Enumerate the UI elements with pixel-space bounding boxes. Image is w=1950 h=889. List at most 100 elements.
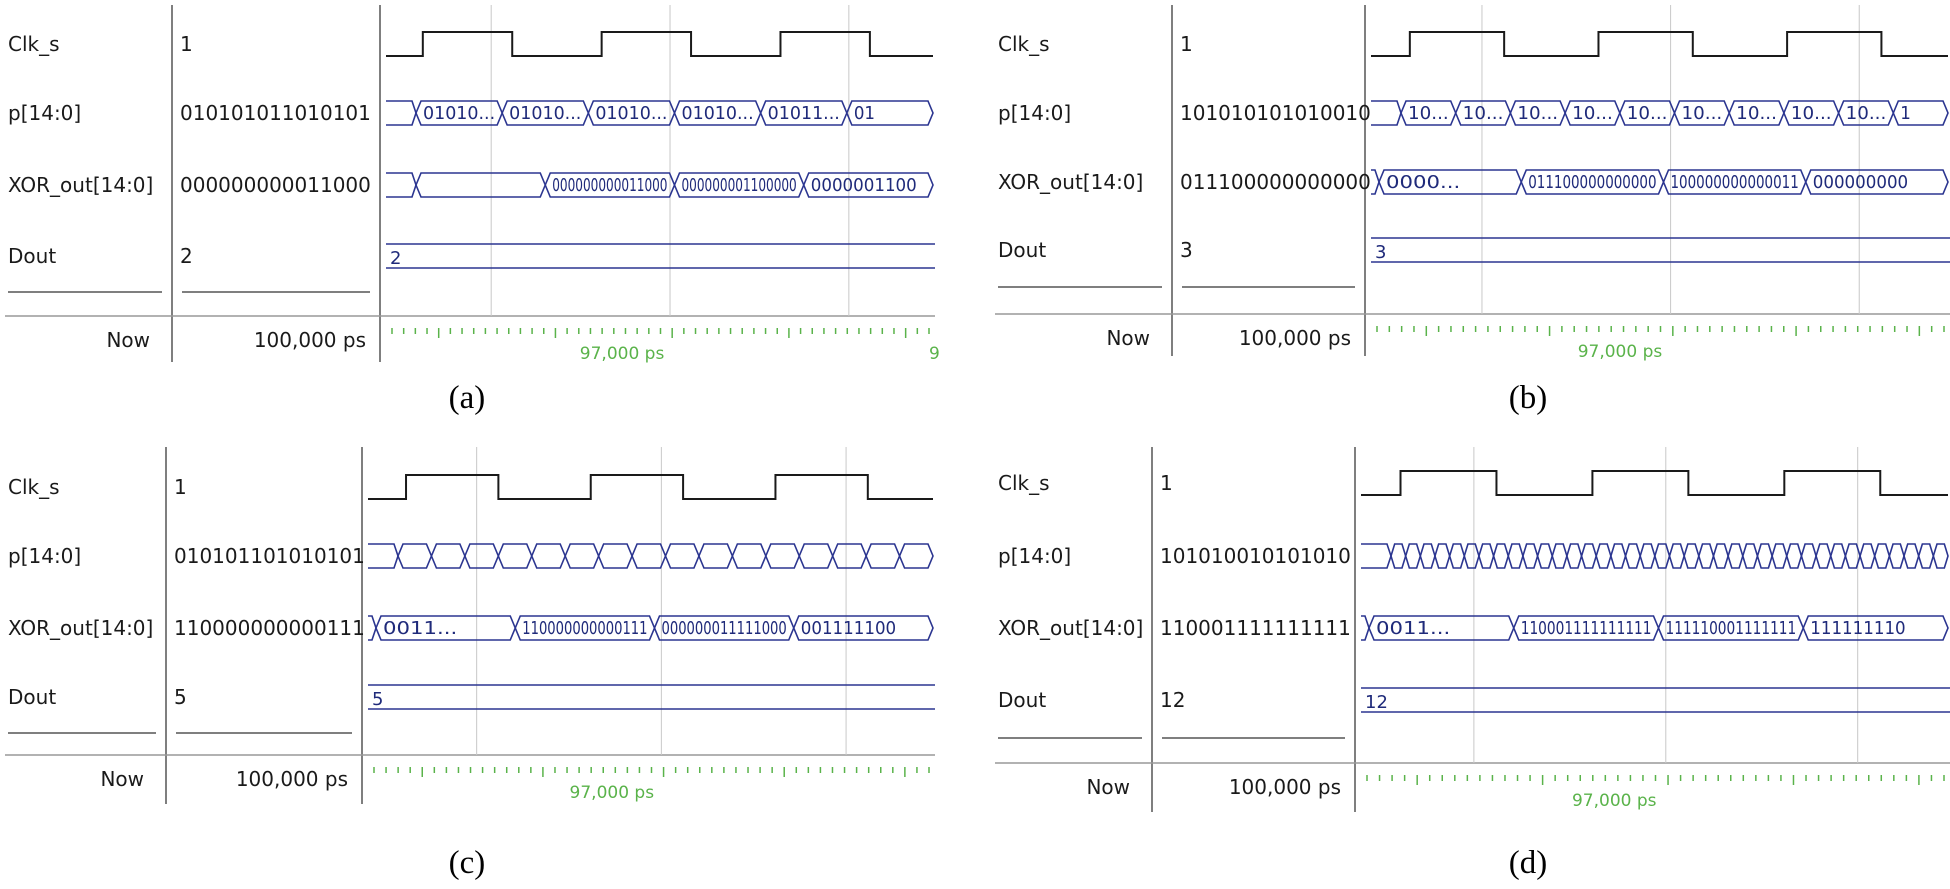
bus-segment <box>1917 543 1935 569</box>
bus-segment <box>792 615 934 641</box>
bus-segment <box>1551 543 1568 569</box>
signal-value: 12 <box>1160 688 1185 712</box>
bus-segment <box>1654 543 1671 569</box>
bus-segment <box>530 543 567 569</box>
signal-value: 011100000000000 <box>1180 170 1371 194</box>
bus-segment-label: 10... <box>1627 103 1668 124</box>
bus-segment <box>1859 543 1876 569</box>
bus-segment <box>865 543 901 569</box>
bus-segment <box>564 543 600 569</box>
signal-name: Clk_s <box>8 475 60 499</box>
bus-segment <box>1668 543 1685 569</box>
bus-segment <box>1697 543 1715 569</box>
bus-segment-label: 011100000000000 <box>1528 172 1656 193</box>
dout-waveform-label: 5 <box>372 689 383 710</box>
p-bus-waveform: 01010...01010...01010...01010...01011...… <box>386 100 934 126</box>
bus-segment <box>1404 543 1422 569</box>
signal-name: Dout <box>998 238 1046 262</box>
clock-waveform <box>1361 470 1948 496</box>
bus-segment-label: 100000000000011 <box>1671 172 1799 193</box>
bus-segment-label: 10... <box>1791 103 1832 124</box>
bus-segment-label: 10... <box>1517 103 1558 124</box>
bus-segment-label: 01010... <box>423 103 495 124</box>
bus-segment <box>1522 543 1539 569</box>
timeline-label: 97,000 ps <box>570 783 655 803</box>
signal-name: p[14:0] <box>8 544 81 568</box>
bus-segment-label: 111110001111111 <box>1666 618 1797 639</box>
dout-waveform-label: 3 <box>1375 242 1386 263</box>
bus-segment <box>1727 543 1744 569</box>
timeline-label-extra: 9 <box>929 344 940 364</box>
signal-value: 1 <box>1180 32 1193 56</box>
bus-segment <box>1785 543 1803 569</box>
bus-segment <box>1712 543 1729 569</box>
now-value: 100,000 ps <box>254 328 366 352</box>
panel-caption: (a) <box>449 380 486 416</box>
bus-segment <box>845 100 934 126</box>
bus-segment-label: 10... <box>1736 103 1777 124</box>
bus-segment <box>898 543 934 569</box>
bus-segment-label: 10... <box>1572 103 1613 124</box>
timeline-label: 97,000 ps <box>1572 791 1657 811</box>
dout-waveform-label: 2 <box>390 248 401 269</box>
bus-segment <box>1804 169 1949 195</box>
xor-bus-waveform: 0000... 011100000000000 100000000000011 000… <box>1371 169 1949 195</box>
signal-name: XOR_out[14:0] <box>998 170 1143 194</box>
bus-segment-label: 01010... <box>595 103 667 124</box>
timeline-label: 97,000 ps <box>580 344 665 364</box>
bus-segment <box>1903 543 1920 569</box>
bus-segment <box>1580 543 1598 569</box>
signal-value: 1 <box>180 32 193 56</box>
bus-segment <box>1932 543 1949 569</box>
bus-segment-label: 10... <box>1846 103 1887 124</box>
clock-waveform <box>386 31 933 57</box>
now-value: 100,000 ps <box>236 767 348 791</box>
signal-value: 2 <box>180 244 193 268</box>
bus-segment-label: 10... <box>1682 103 1723 124</box>
bus-segment <box>464 543 500 569</box>
signal-value: 101010010101010 <box>1160 544 1351 568</box>
signal-value: 1 <box>1160 471 1173 495</box>
bus-segment-label: 000000000 <box>1813 172 1908 193</box>
bus-segment-label: 01011... <box>768 103 840 124</box>
bus-segment <box>1371 169 1380 195</box>
bus-segment <box>397 543 433 569</box>
bus-segment-label: 10... <box>1463 103 1504 124</box>
bus-segment-label: 000000011111000 <box>662 618 787 639</box>
bus-segment <box>368 615 377 641</box>
bus-segment <box>415 172 547 198</box>
bus-segment <box>1371 100 1402 126</box>
bus-segment-label: 0000... <box>1386 172 1460 193</box>
bus-segment <box>802 172 934 198</box>
bus-segment <box>1888 543 1905 569</box>
timeline-label: 97,000 ps <box>1578 342 1663 362</box>
bus-segment-label: 110000000000111 <box>522 618 647 639</box>
bus-segment <box>1683 543 1700 569</box>
bus-segment <box>1800 543 1817 569</box>
bus-segment <box>1771 543 1788 569</box>
signal-name: XOR_out[14:0] <box>8 173 153 197</box>
bus-segment-label: 01010... <box>509 103 581 124</box>
bus-segment <box>1361 543 1392 569</box>
bus-segment-label: 000000000011000 <box>552 175 667 196</box>
bus-segment <box>1448 543 1466 569</box>
bus-segment <box>764 543 801 569</box>
panel-caption: (c) <box>449 845 486 881</box>
bus-segment <box>1492 543 1510 569</box>
bus-segment <box>386 172 417 198</box>
bus-segment <box>664 543 700 569</box>
bus-segment <box>1829 543 1847 569</box>
clock-waveform <box>368 474 933 500</box>
bus-segment <box>1639 543 1656 569</box>
signal-value: 010101011010101 <box>180 101 371 125</box>
bus-segment-label: 01 <box>854 103 875 124</box>
bus-segment <box>1892 100 1949 126</box>
now-value: 100,000 ps <box>1229 775 1341 799</box>
p-bus-waveform <box>368 543 934 569</box>
bus-segment <box>1815 543 1832 569</box>
